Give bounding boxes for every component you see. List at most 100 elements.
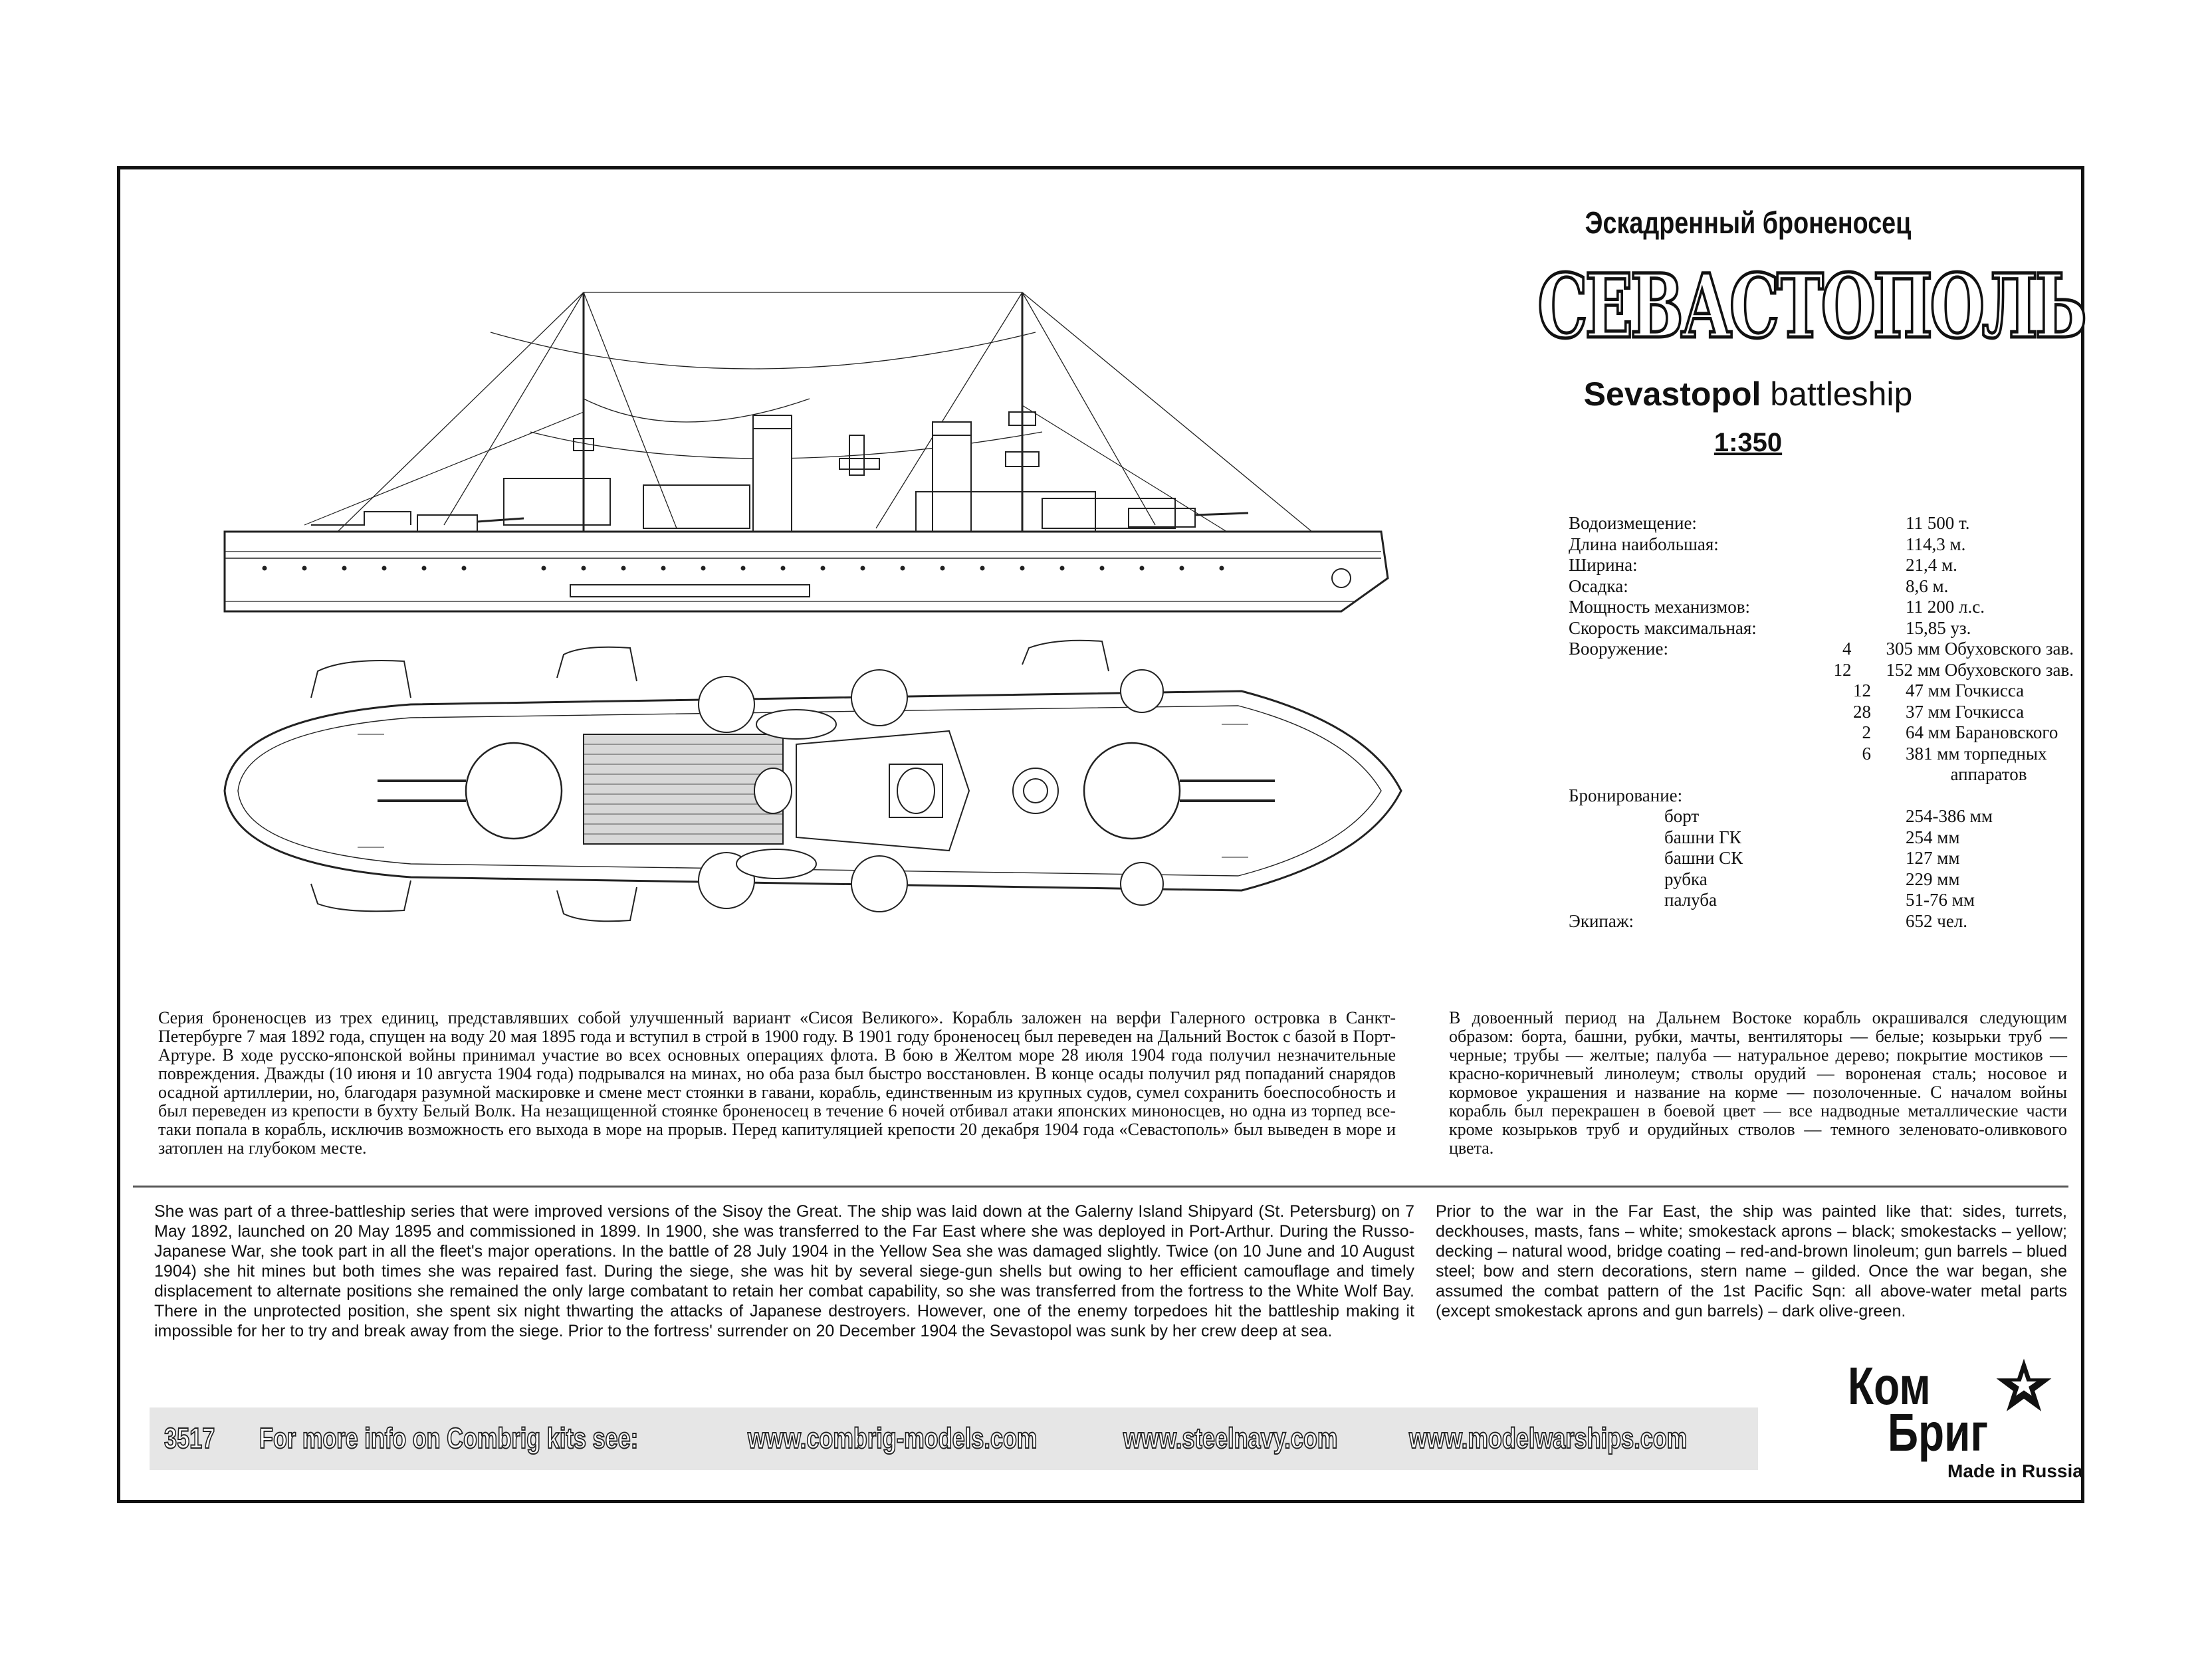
footer-bar: 3517 For more info on Combrig kits see: …	[150, 1407, 1758, 1470]
website-link-modelwarships[interactable]: www.modelwarships.com	[1408, 1421, 1688, 1455]
spec-label	[1569, 722, 1831, 744]
spec-quantity: 12	[1833, 659, 1852, 680]
section-divider	[133, 1186, 2068, 1188]
spec-label: башни ГК	[1664, 827, 1741, 847]
spec-value: 11 200 л.с.	[1906, 597, 1985, 617]
spec-row: башни СК 127 мм	[1569, 848, 2074, 869]
ship-name-en-bold: Sevastopol	[1583, 375, 1761, 413]
made-in-russia-label: Made in Russia	[1947, 1461, 2083, 1481]
website-link-steelnavy[interactable]: www.steelnavy.com	[1123, 1421, 1338, 1455]
spec-row: Скорость максимальная: 15,85 уз.	[1569, 618, 2074, 639]
spec-quantity	[1831, 576, 1871, 597]
spec-row: Ширина: 21,4 м.	[1569, 555, 2074, 576]
spec-label: палуба	[1664, 890, 1717, 910]
spec-value: 21,4 м.	[1906, 555, 1957, 575]
spec-row: Мощность механизмов: 11 200 л.с.	[1569, 597, 2074, 618]
spec-value: 11 500 т.	[1906, 513, 1970, 533]
side-profile-drawing	[223, 292, 1389, 613]
ship-name-en-rest: battleship	[1761, 375, 1913, 413]
spec-row: Бронирование:	[1569, 785, 2074, 807]
spec-row: башни ГК 254 мм	[1569, 827, 2074, 849]
spec-quantity	[1831, 911, 1871, 932]
ship-drawings	[223, 292, 1402, 922]
spec-quantity	[1831, 764, 1871, 785]
spec-value: 127 мм	[1906, 848, 1960, 868]
spec-row: Экипаж: 652 чел.	[1569, 911, 2074, 932]
spec-label: Вооружение:	[1569, 639, 1668, 659]
spec-value	[1906, 785, 2074, 807]
spec-label	[1569, 744, 1831, 765]
spec-label: башни СК	[1664, 848, 1743, 868]
spec-value: 51-76 мм	[1906, 890, 1975, 910]
spec-label	[1569, 660, 1814, 681]
spec-label: Длина наибольшая:	[1569, 534, 1719, 554]
spec-label: Скорость максимальная:	[1569, 617, 1757, 638]
spec-row: палуба 51-76 мм	[1569, 890, 2074, 911]
spec-value: 114,3 м.	[1906, 534, 1966, 554]
spec-value: 64 мм Барановского	[1906, 722, 2058, 742]
spec-value: 47 мм Гочкисса	[1906, 680, 2025, 700]
spec-value: 305 мм Обуховского зав.	[1886, 639, 2074, 659]
combrig-logo: Ком Бриг Made in Russia	[1848, 1356, 2100, 1489]
spec-quantity	[1831, 534, 1871, 556]
title-block: Эскадренный броненосец СЕВАСТОПОЛЬ Sevas…	[1449, 199, 2088, 458]
spec-row: борт 254-386 мм	[1569, 806, 2074, 827]
history-text-en: She was part of a three-battleship serie…	[154, 1202, 1414, 1340]
spec-label	[1569, 764, 1831, 785]
spec-value: 381 мм торпедных	[1906, 743, 2047, 764]
spec-value: 15,85 уз.	[1906, 617, 1971, 638]
spec-value: 652 чел.	[1906, 910, 1968, 931]
spec-quantity	[1831, 555, 1871, 576]
spec-label: Экипаж:	[1569, 910, 1634, 931]
spec-quantity: 4	[1842, 639, 1852, 659]
spec-row: Водоизмещение: 11 500 т.	[1569, 513, 2074, 534]
spec-row: аппаратов	[1569, 764, 2074, 785]
spec-row: 12 152 мм Обуховского зав.	[1569, 660, 2074, 681]
spec-label	[1569, 702, 1831, 723]
spec-label: борт	[1664, 806, 1700, 826]
more-info-label: For more info on Combrig kits see:	[259, 1421, 639, 1455]
spec-quantity	[1831, 618, 1871, 639]
spec-label: Ширина:	[1569, 555, 1638, 575]
page-frame	[117, 166, 2084, 1503]
spec-label: Бронирование:	[1569, 785, 1683, 805]
spec-value: 254 мм	[1906, 827, 1960, 847]
spec-row: Вооружение: 4 305 мм Обуховского зав.	[1569, 639, 2074, 660]
paint-scheme-text-en: Prior to the war in the Far East, the sh…	[1436, 1202, 2067, 1320]
paint-scheme-text-ru: В довоенный период на Дальнем Востоке ко…	[1449, 1008, 2067, 1158]
website-link-combrig[interactable]: www.combrig-models.com	[747, 1421, 1038, 1455]
spec-quantity: 28	[1853, 701, 1871, 722]
spec-row: 2 64 мм Барановского	[1569, 722, 2074, 744]
plan-view-drawing	[223, 639, 1402, 922]
spec-row: Длина наибольшая: 114,3 м.	[1569, 534, 2074, 556]
spec-quantity: 2	[1862, 722, 1872, 742]
spec-row: рубка 229 мм	[1569, 869, 2074, 890]
spec-value: 229 мм	[1906, 869, 1960, 889]
history-text-ru: Серия броненосцев из трех единиц, предст…	[158, 1008, 1396, 1158]
spec-value: 152 мм Обуховского зав.	[1886, 659, 2074, 680]
spec-value: 8,6 м.	[1906, 575, 1949, 596]
ship-name-ru: СЕВАСТОПОЛЬ	[1536, 254, 2088, 360]
spec-row: 6 381 мм торпедных	[1569, 744, 2074, 765]
ship-type-title: Эскадренный броненосец	[1585, 205, 1912, 240]
spec-value: 254-386 мм	[1906, 806, 1993, 826]
spec-quantity: 12	[1853, 680, 1871, 700]
kit-number: 3517	[164, 1421, 215, 1455]
scale-label: 1:350	[1714, 428, 1783, 457]
specs-table: Водоизмещение:11 500 т.Длина наибольшая:…	[1569, 513, 2074, 932]
spec-label: рубка	[1664, 869, 1708, 889]
ship-name-ornate: СЕВАСТОПОЛЬ	[1456, 254, 2088, 360]
spec-row: 12 47 мм Гочкисса	[1569, 680, 2074, 702]
spec-label: Мощность механизмов:	[1569, 597, 1750, 617]
logo-text-brig: Бриг	[1888, 1403, 1989, 1462]
spec-quantity	[1831, 785, 1871, 807]
spec-label	[1569, 680, 1831, 702]
ship-name-en: Sevastopol battleship	[1449, 375, 2047, 413]
spec-quantity: 6	[1862, 743, 1872, 764]
logo-text-kom: Ком	[1848, 1356, 1931, 1415]
spec-quantity	[1831, 513, 1871, 534]
spec-label: Водоизмещение:	[1569, 513, 1697, 533]
spec-label: Осадка:	[1569, 575, 1628, 596]
star-icon	[1996, 1358, 2052, 1411]
